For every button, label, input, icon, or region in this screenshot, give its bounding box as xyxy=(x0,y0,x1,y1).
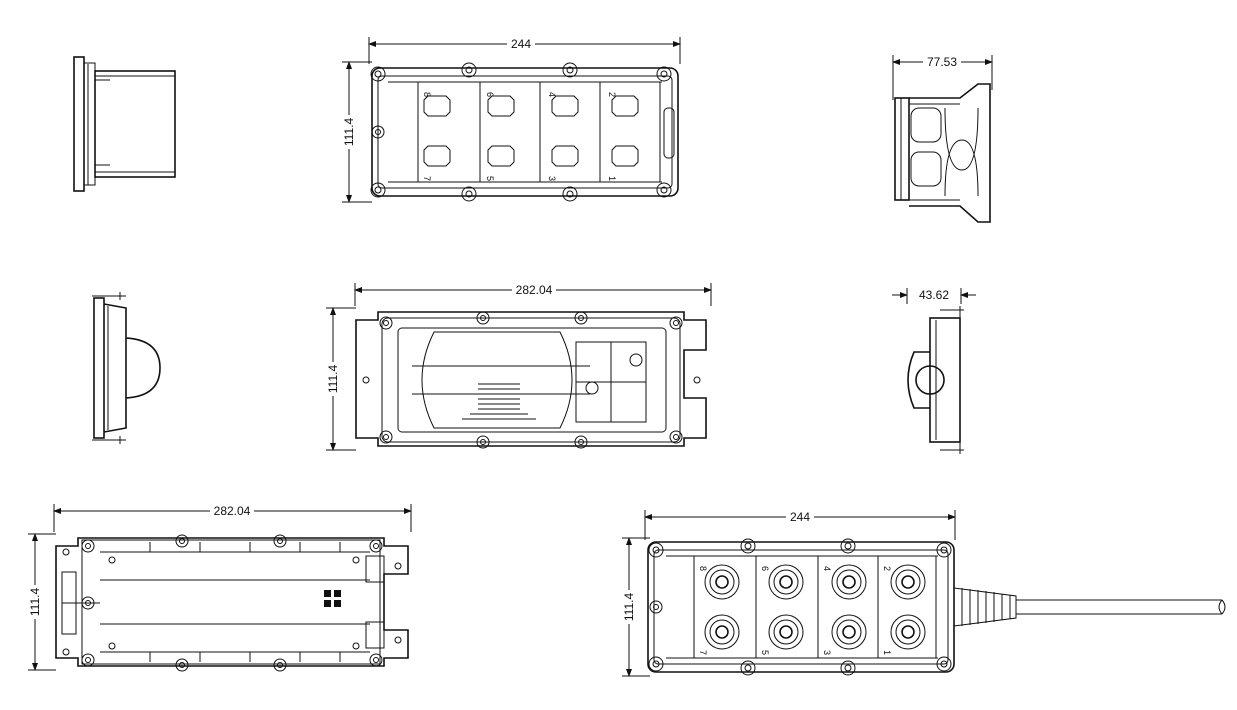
conn-number-bottom-4: 1 xyxy=(882,650,892,655)
port-number-bottom-2: 5 xyxy=(485,176,495,181)
dim-top-center-width: 244 xyxy=(511,37,531,51)
dim-top-center-height: 111.4 xyxy=(342,118,356,147)
conn-number-top-4: 2 xyxy=(882,566,892,571)
side-view-mid-left xyxy=(92,292,161,444)
conn-number-bottom-1: 7 xyxy=(698,650,708,655)
base-view-bottom-left: 282.04 111.4 xyxy=(24,504,412,672)
port-number-bottom-3: 3 xyxy=(547,176,557,181)
dim-mid-center-height: 111.4 xyxy=(326,365,340,394)
conn-number-top-1: 8 xyxy=(698,566,708,571)
side-view-top-left xyxy=(73,56,176,192)
cable-strain-relief xyxy=(953,587,1017,627)
dim-mid-right-depth: 43.62 xyxy=(919,288,949,302)
cable xyxy=(1016,599,1226,615)
rear-view-mid: 282.04 111.4 xyxy=(322,283,712,451)
port-number-top-3: 4 xyxy=(547,92,557,97)
port-number-top-1: 8 xyxy=(422,92,432,97)
port-number-bottom-4: 1 xyxy=(607,176,617,181)
dim-bottom-right-height: 111.4 xyxy=(622,593,636,622)
front-view-top: 244 111.4 xyxy=(338,37,681,203)
port-number-top-2: 6 xyxy=(485,92,495,97)
conn-number-bottom-3: 3 xyxy=(822,650,832,655)
end-view-mid-right: 43.62 xyxy=(892,288,976,454)
port-number-bottom-1: 7 xyxy=(422,176,432,181)
front-view-connectors: 244 111.4 xyxy=(618,510,1226,677)
conn-number-top-2: 6 xyxy=(760,566,770,571)
conn-number-bottom-2: 5 xyxy=(760,650,770,655)
port-number-top-4: 2 xyxy=(607,92,617,97)
dim-bottom-right-width: 244 xyxy=(790,510,810,524)
dim-top-right-depth: 77.53 xyxy=(927,55,957,69)
dim-mid-center-width: 282.04 xyxy=(516,283,553,297)
conn-number-top-3: 4 xyxy=(822,566,832,571)
dim-bottom-left-height: 111.4 xyxy=(28,588,42,617)
end-view-top-right: 77.53 xyxy=(892,55,993,223)
dim-bottom-left-width: 282.04 xyxy=(214,504,251,518)
m12-connector xyxy=(704,564,926,650)
